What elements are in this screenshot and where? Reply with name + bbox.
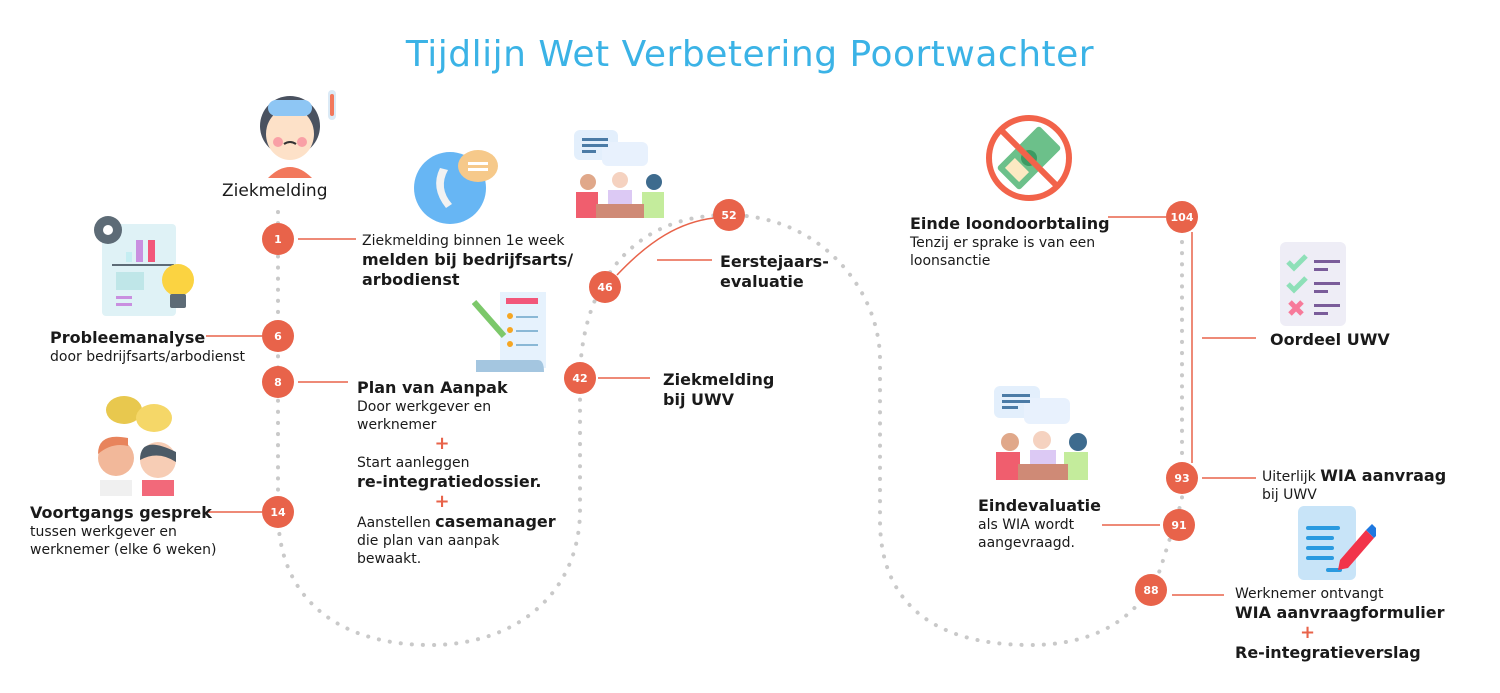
milestone-text: Door werkgever en werknemer [357, 399, 492, 433]
milestone-title: WIA aanvraag [1320, 466, 1447, 485]
milestone-week-93: Uiterlijk WIA aanvraag bij UWV [1262, 466, 1482, 504]
milestone-text: tussen werkgever en werknemer (elke 6 we… [30, 524, 217, 558]
milestone-week-14: Voortgangs gesprek tussen werkgever en w… [30, 503, 230, 559]
week-node-88: 88 [1135, 574, 1167, 606]
week-node-6: 6 [262, 320, 294, 352]
week-node-93: 93 [1166, 462, 1198, 494]
week-node-91: 91 [1163, 509, 1195, 541]
milestone-text: door bedrijfsarts/arbodienst [50, 349, 246, 365]
meeting-icon [994, 386, 1088, 480]
milestone-text: Uiterlijk [1262, 469, 1316, 485]
milestone-title: Eindevaluatie [978, 496, 1101, 515]
milestone-week-42: Ziekmelding bij UWV [663, 370, 783, 410]
milestone-title: Re-integratieverslag [1235, 643, 1421, 662]
week-node-46: 46 [589, 271, 621, 303]
conversation-icon [98, 396, 176, 496]
milestone-text: als WIA wordt aangevraagd. [978, 517, 1075, 551]
evaluation-checklist-icon [1280, 242, 1346, 326]
meeting-icon [574, 130, 664, 218]
milestone-title: Einde loondoorbtaling [910, 214, 1110, 233]
plus-icon: + [434, 491, 450, 512]
plus-icon: + [434, 433, 450, 454]
milestone-week-88: Werknemer ontvangt WIA aanvraagformulier… [1235, 585, 1465, 663]
milestone-title: melden bij bedrijfsarts/ arbodienst [362, 250, 574, 289]
milestone-week-8: Plan van Aanpak Door werkgever en werkne… [357, 378, 567, 568]
milestone-text: Tenzij er sprake is van een loonsanctie [910, 235, 1096, 269]
phone-chat-icon [414, 150, 498, 224]
page-title: Tijdlijn Wet Verbetering Poortwachter [405, 34, 1095, 75]
start-label: Ziekmelding [222, 181, 328, 201]
week-node-1: 1 [262, 223, 294, 255]
milestone-title: Plan van Aanpak [357, 378, 508, 397]
milestone-text: Werknemer ontvangt [1235, 586, 1384, 602]
milestone-title: casemanager [435, 512, 556, 531]
week-node-52: 52 [713, 199, 745, 231]
milestone-week-6: Probleemanalyse door bedrijfsarts/arbodi… [50, 328, 270, 366]
milestone-week-91: Eindevaluatie als WIA wordt aangevraagd. [978, 496, 1118, 552]
no-money-icon [986, 115, 1072, 201]
milestone-text: Start aanleggen [357, 455, 470, 471]
form-edit-icon [1298, 506, 1376, 580]
milestone-text: bij UWV [1262, 487, 1317, 503]
range-title: Oordeel UWV [1270, 330, 1390, 349]
milestone-text: Aanstellen [357, 515, 431, 531]
milestone-title: Eerstejaars- evaluatie [720, 252, 829, 291]
sick-person-icon [260, 90, 336, 178]
analysis-report-icon [94, 216, 194, 316]
plus-icon: + [1299, 622, 1316, 643]
milestone-title: WIA aanvraagformulier [1235, 603, 1445, 622]
week-node-14: 14 [262, 496, 294, 528]
milestone-title: Voortgangs gesprek [30, 503, 212, 522]
week-node-42: 42 [564, 362, 596, 394]
milestone-text: Ziekmelding binnen 1e week [362, 233, 565, 249]
range-label-oordeel-uwv: Oordeel UWV [1270, 330, 1390, 350]
milestone-week-1: Ziekmelding binnen 1e week melden bij be… [362, 232, 582, 290]
week-node-104: 104 [1166, 201, 1198, 233]
week-node-8: 8 [262, 366, 294, 398]
milestone-text: die plan van aanpak bewaakt. [357, 533, 500, 567]
milestone-week-46: Eerstejaars- evaluatie [720, 252, 830, 292]
milestone-week-104: Einde loondoorbtaling Tenzij er sprake i… [910, 214, 1110, 270]
milestone-title: re-integratiedossier. [357, 472, 542, 491]
checklist-icon [472, 292, 546, 372]
milestone-title: Probleemanalyse [50, 328, 206, 347]
milestone-title: Ziekmelding bij UWV [663, 370, 775, 409]
